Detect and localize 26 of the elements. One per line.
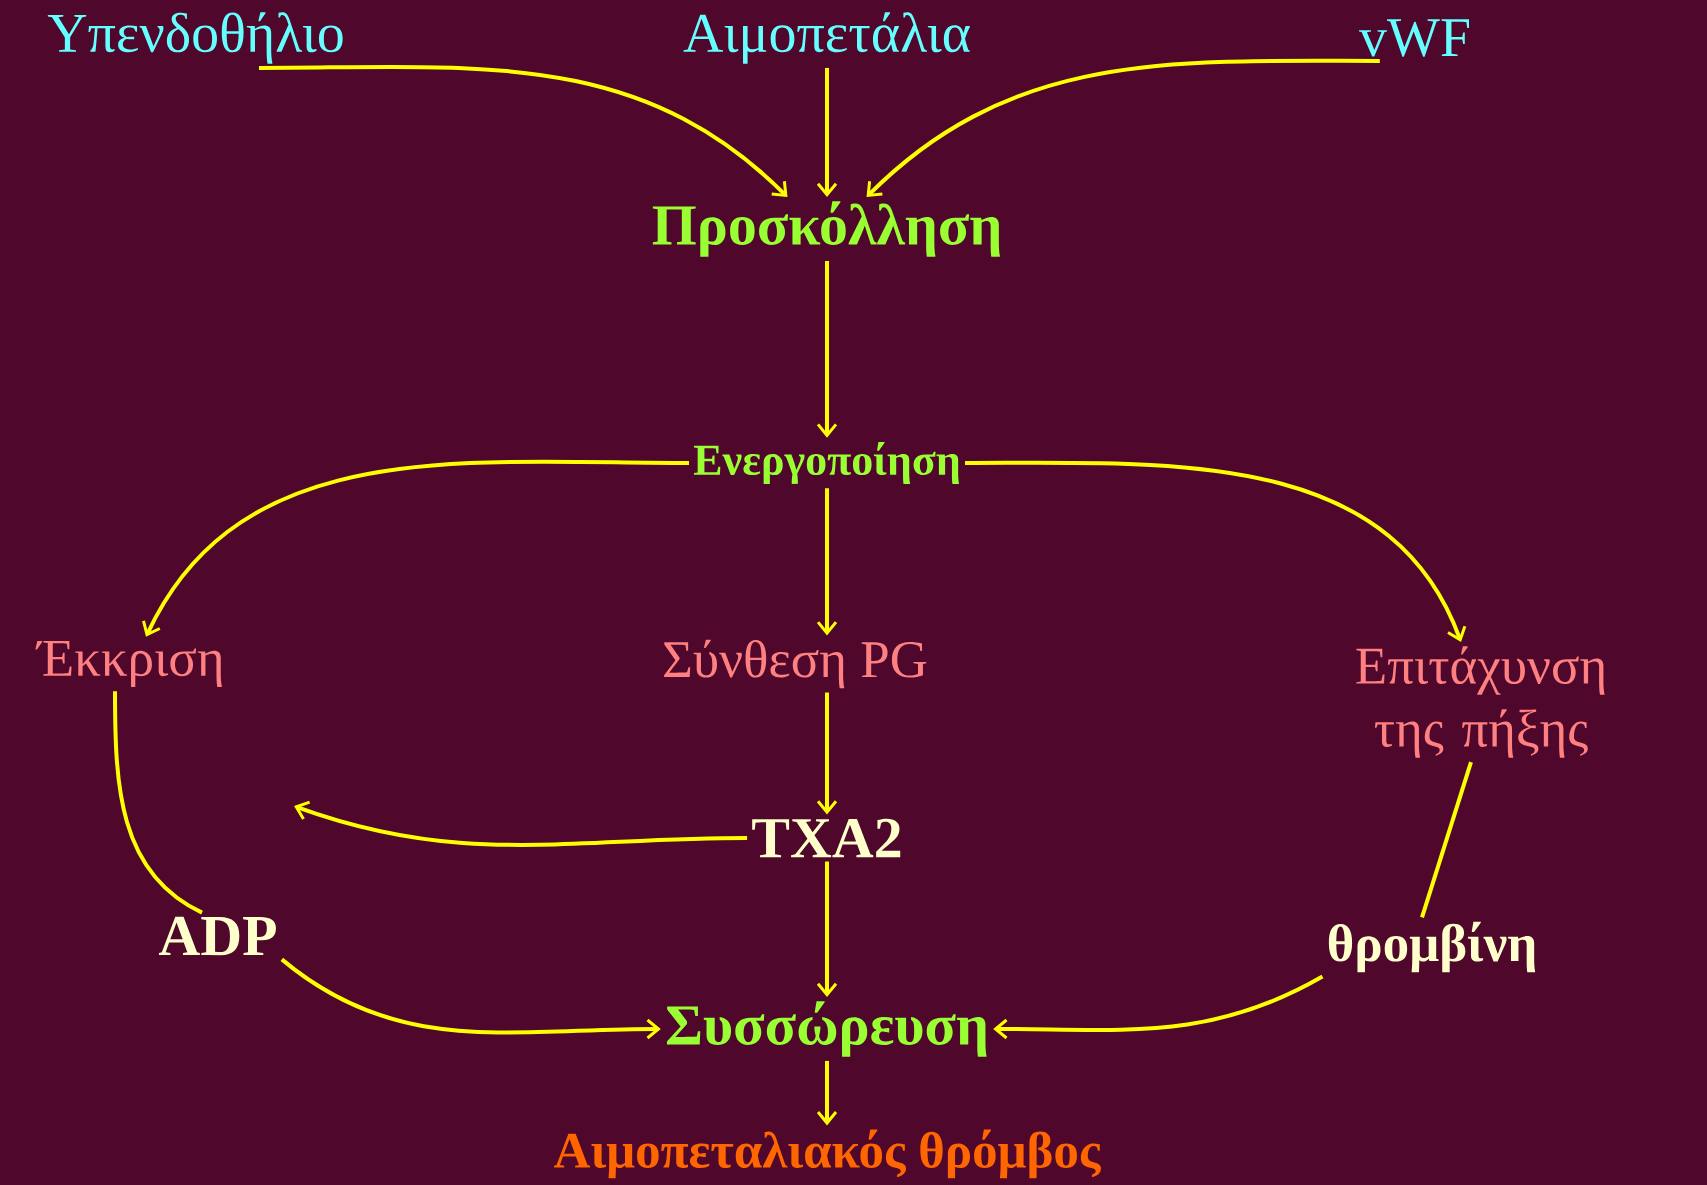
arrow [142, 459, 690, 637]
arrow [965, 460, 1467, 642]
arrow [816, 260, 838, 438]
arrow [816, 67, 838, 198]
arrow [294, 800, 748, 847]
arrow [993, 974, 1324, 1040]
arrow [280, 957, 661, 1040]
mediator-label: ADP [159, 916, 276, 956]
arrow [259, 64, 788, 198]
arrow [816, 488, 838, 636]
arrow [816, 1060, 838, 1126]
mediator-label: TXA2 [752, 818, 901, 858]
mediator-label: θρομβίνη [1328, 921, 1536, 973]
process-label: Επιτάχυνση της πήξης [1356, 646, 1605, 758]
stage-label: Προσκόλληση [652, 201, 1000, 257]
arrow [816, 861, 838, 998]
source-label: vWF [1359, 19, 1469, 57]
source-label: Αιμοπετάλια [683, 12, 970, 64]
source-label: Υπενδοθήλιο [47, 12, 343, 64]
arrow [816, 692, 838, 815]
arrow [866, 58, 1380, 198]
process-label: Σύνθεση PG [664, 639, 927, 689]
stage-label: Ενεργοποίηση [693, 441, 959, 485]
process-label: Έκκριση [35, 641, 222, 687]
stage-label: Συσσώρευση [666, 1001, 987, 1057]
result-label: Αιμοπεταλιακός θρόμβος [554, 1129, 1101, 1179]
